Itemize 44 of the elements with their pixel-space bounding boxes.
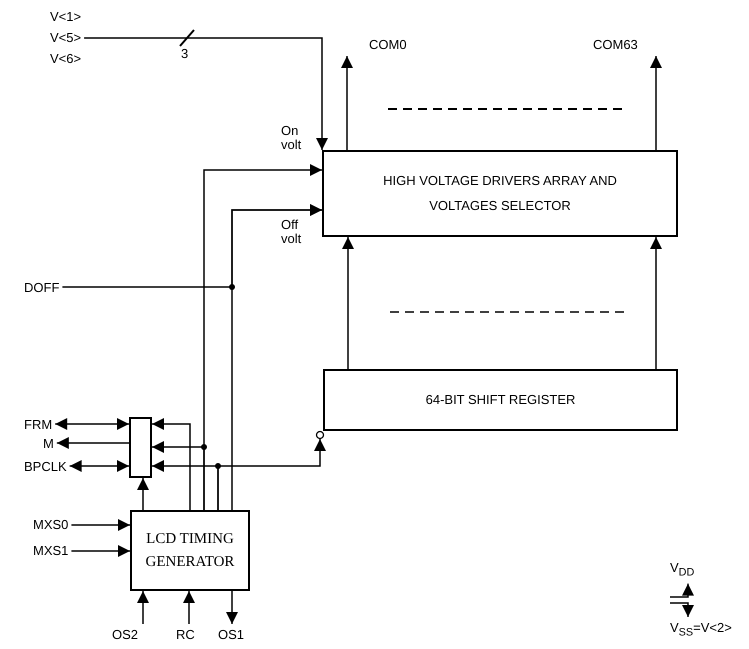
arrow bbox=[670, 602, 694, 617]
arrow bbox=[650, 56, 662, 150]
block-label: 64-BIT SHIFT REGISTER bbox=[426, 390, 576, 409]
arrow bbox=[226, 591, 238, 624]
block-label: HIGH VOLTAGE DRIVERS ARRAY AND VOLTAGES SELECTOR bbox=[382, 172, 618, 214]
arrow bbox=[71, 519, 130, 531]
pin-label: Off volt bbox=[281, 218, 302, 246]
arrow bbox=[137, 478, 149, 510]
arrow bbox=[341, 56, 353, 150]
signal-label: MXS0 bbox=[33, 517, 68, 533]
signal-label: RC bbox=[176, 627, 195, 643]
signal-label: V<1> V<5> V<6> bbox=[50, 6, 82, 69]
arrow bbox=[670, 584, 694, 598]
arrow bbox=[137, 591, 149, 624]
signal-label: M bbox=[43, 436, 54, 452]
signal-label: V$_{DD}$ bbox=[670, 560, 694, 581]
arrow bbox=[342, 237, 354, 369]
signal-label: DOFF bbox=[24, 280, 60, 296]
arrow bbox=[84, 37, 328, 150]
bus-width-label: 3 bbox=[180, 47, 190, 61]
timing-generator-block bbox=[130, 510, 250, 591]
arrow bbox=[70, 460, 129, 472]
driver-block bbox=[322, 150, 678, 237]
signal-label: V$_{SS}$=V<2> bbox=[670, 620, 732, 641]
arrow bbox=[183, 591, 195, 624]
pin-label: On volt bbox=[281, 124, 302, 152]
signal-label: MXS1 bbox=[33, 543, 68, 559]
multiplexer-block bbox=[129, 417, 152, 478]
arrow bbox=[152, 441, 205, 510]
signal-label: FRM bbox=[24, 417, 52, 433]
shift-register-block bbox=[323, 369, 678, 431]
arrow bbox=[62, 204, 322, 288]
signal-label: OS1 bbox=[218, 627, 244, 643]
arrow bbox=[650, 237, 662, 369]
arrow bbox=[55, 418, 129, 430]
signal-label: BPCLK bbox=[24, 459, 67, 475]
arrow bbox=[56, 437, 129, 449]
signal-label: COM63 bbox=[593, 37, 638, 53]
arrow bbox=[217, 439, 326, 510]
block-label: LCD TIMING GENERATOR bbox=[144, 530, 236, 572]
signal-label: COM0 bbox=[369, 37, 407, 53]
arrow bbox=[152, 418, 191, 510]
arrow bbox=[71, 545, 130, 557]
signal-label: OS2 bbox=[112, 627, 138, 643]
